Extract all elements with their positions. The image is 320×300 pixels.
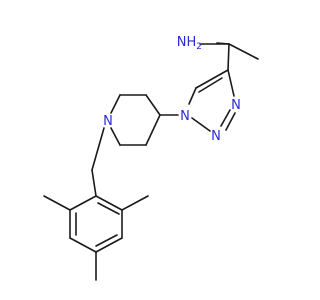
bond-ar-C2-methyl — [121, 195, 149, 211]
bond-ar-C1-C2-double — [97, 202, 120, 215]
bond-N2-N3-double — [225, 112, 236, 131]
atom-label-triazole-n1: N — [180, 109, 190, 124]
bond-N-CH2 — [91, 127, 105, 171]
atom-label-piperidine-n: N — [103, 114, 113, 129]
bond-ar-C3-C4-double — [95, 234, 118, 247]
atom-label-triazole-n3: N — [231, 98, 241, 113]
bond-ar-C3-C4 — [95, 237, 123, 253]
bond-C4-C5 — [195, 69, 229, 89]
bond-pip-C5-C4 — [145, 114, 161, 146]
bonds — [43, 42, 259, 281]
bond-CH2-aryl — [91, 169, 97, 197]
bond-N3-C4 — [227, 69, 235, 97]
bond-ar-C6-C1 — [69, 195, 97, 211]
molecule-structure-diagram: NH2 N N N N — [43, 35, 259, 281]
bond-ar-C4-C5 — [69, 237, 97, 253]
bond-C4-C5-double — [198, 77, 223, 93]
atom-labels: NH2 N N N N — [103, 35, 241, 144]
bond-pip-C2-N — [110, 94, 121, 114]
bond-quatC-methyl-right — [228, 43, 259, 60]
atom-label-amine-n: NH2 — [177, 35, 202, 52]
bond-N1-N2 — [191, 117, 211, 132]
bond-pip-N-C6 — [110, 127, 121, 146]
atom-label-triazole-n2: N — [211, 129, 221, 144]
bond-C5-N1 — [188, 87, 197, 105]
bond-pip-C4-C3 — [145, 94, 161, 116]
bond-ar-C1-C2 — [95, 195, 123, 211]
bond-ar-C6-methyl — [43, 195, 71, 211]
bond-quatC-triazole — [227, 43, 230, 71]
bond-N2-N3 — [220, 109, 231, 127]
